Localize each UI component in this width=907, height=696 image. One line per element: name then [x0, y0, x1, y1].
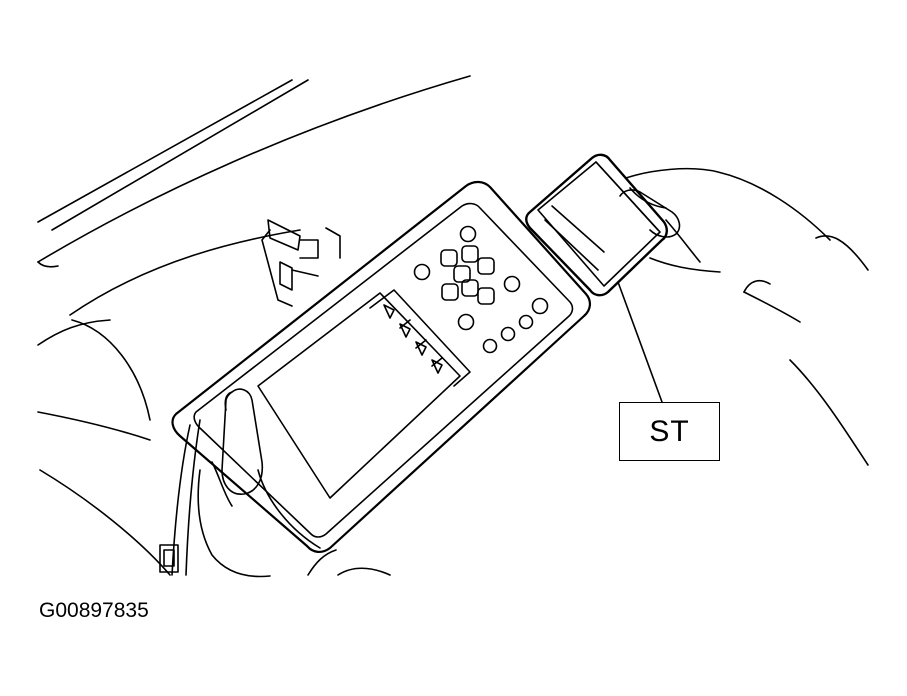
- connector-icon: [159, 219, 341, 576]
- left-hand-icon: [197, 388, 391, 578]
- sst-card-icon: [525, 153, 668, 297]
- st-callout-box: ST: [619, 402, 720, 461]
- st-callout-label: ST: [649, 414, 690, 448]
- right-hand-icon: [619, 167, 869, 466]
- steering-column-icon: [37, 319, 171, 576]
- scan-tool-icon: [171, 180, 591, 553]
- dashboard-lines: [37, 75, 471, 316]
- figure-id: G00897835: [39, 599, 149, 622]
- callout-leader: [617, 281, 663, 403]
